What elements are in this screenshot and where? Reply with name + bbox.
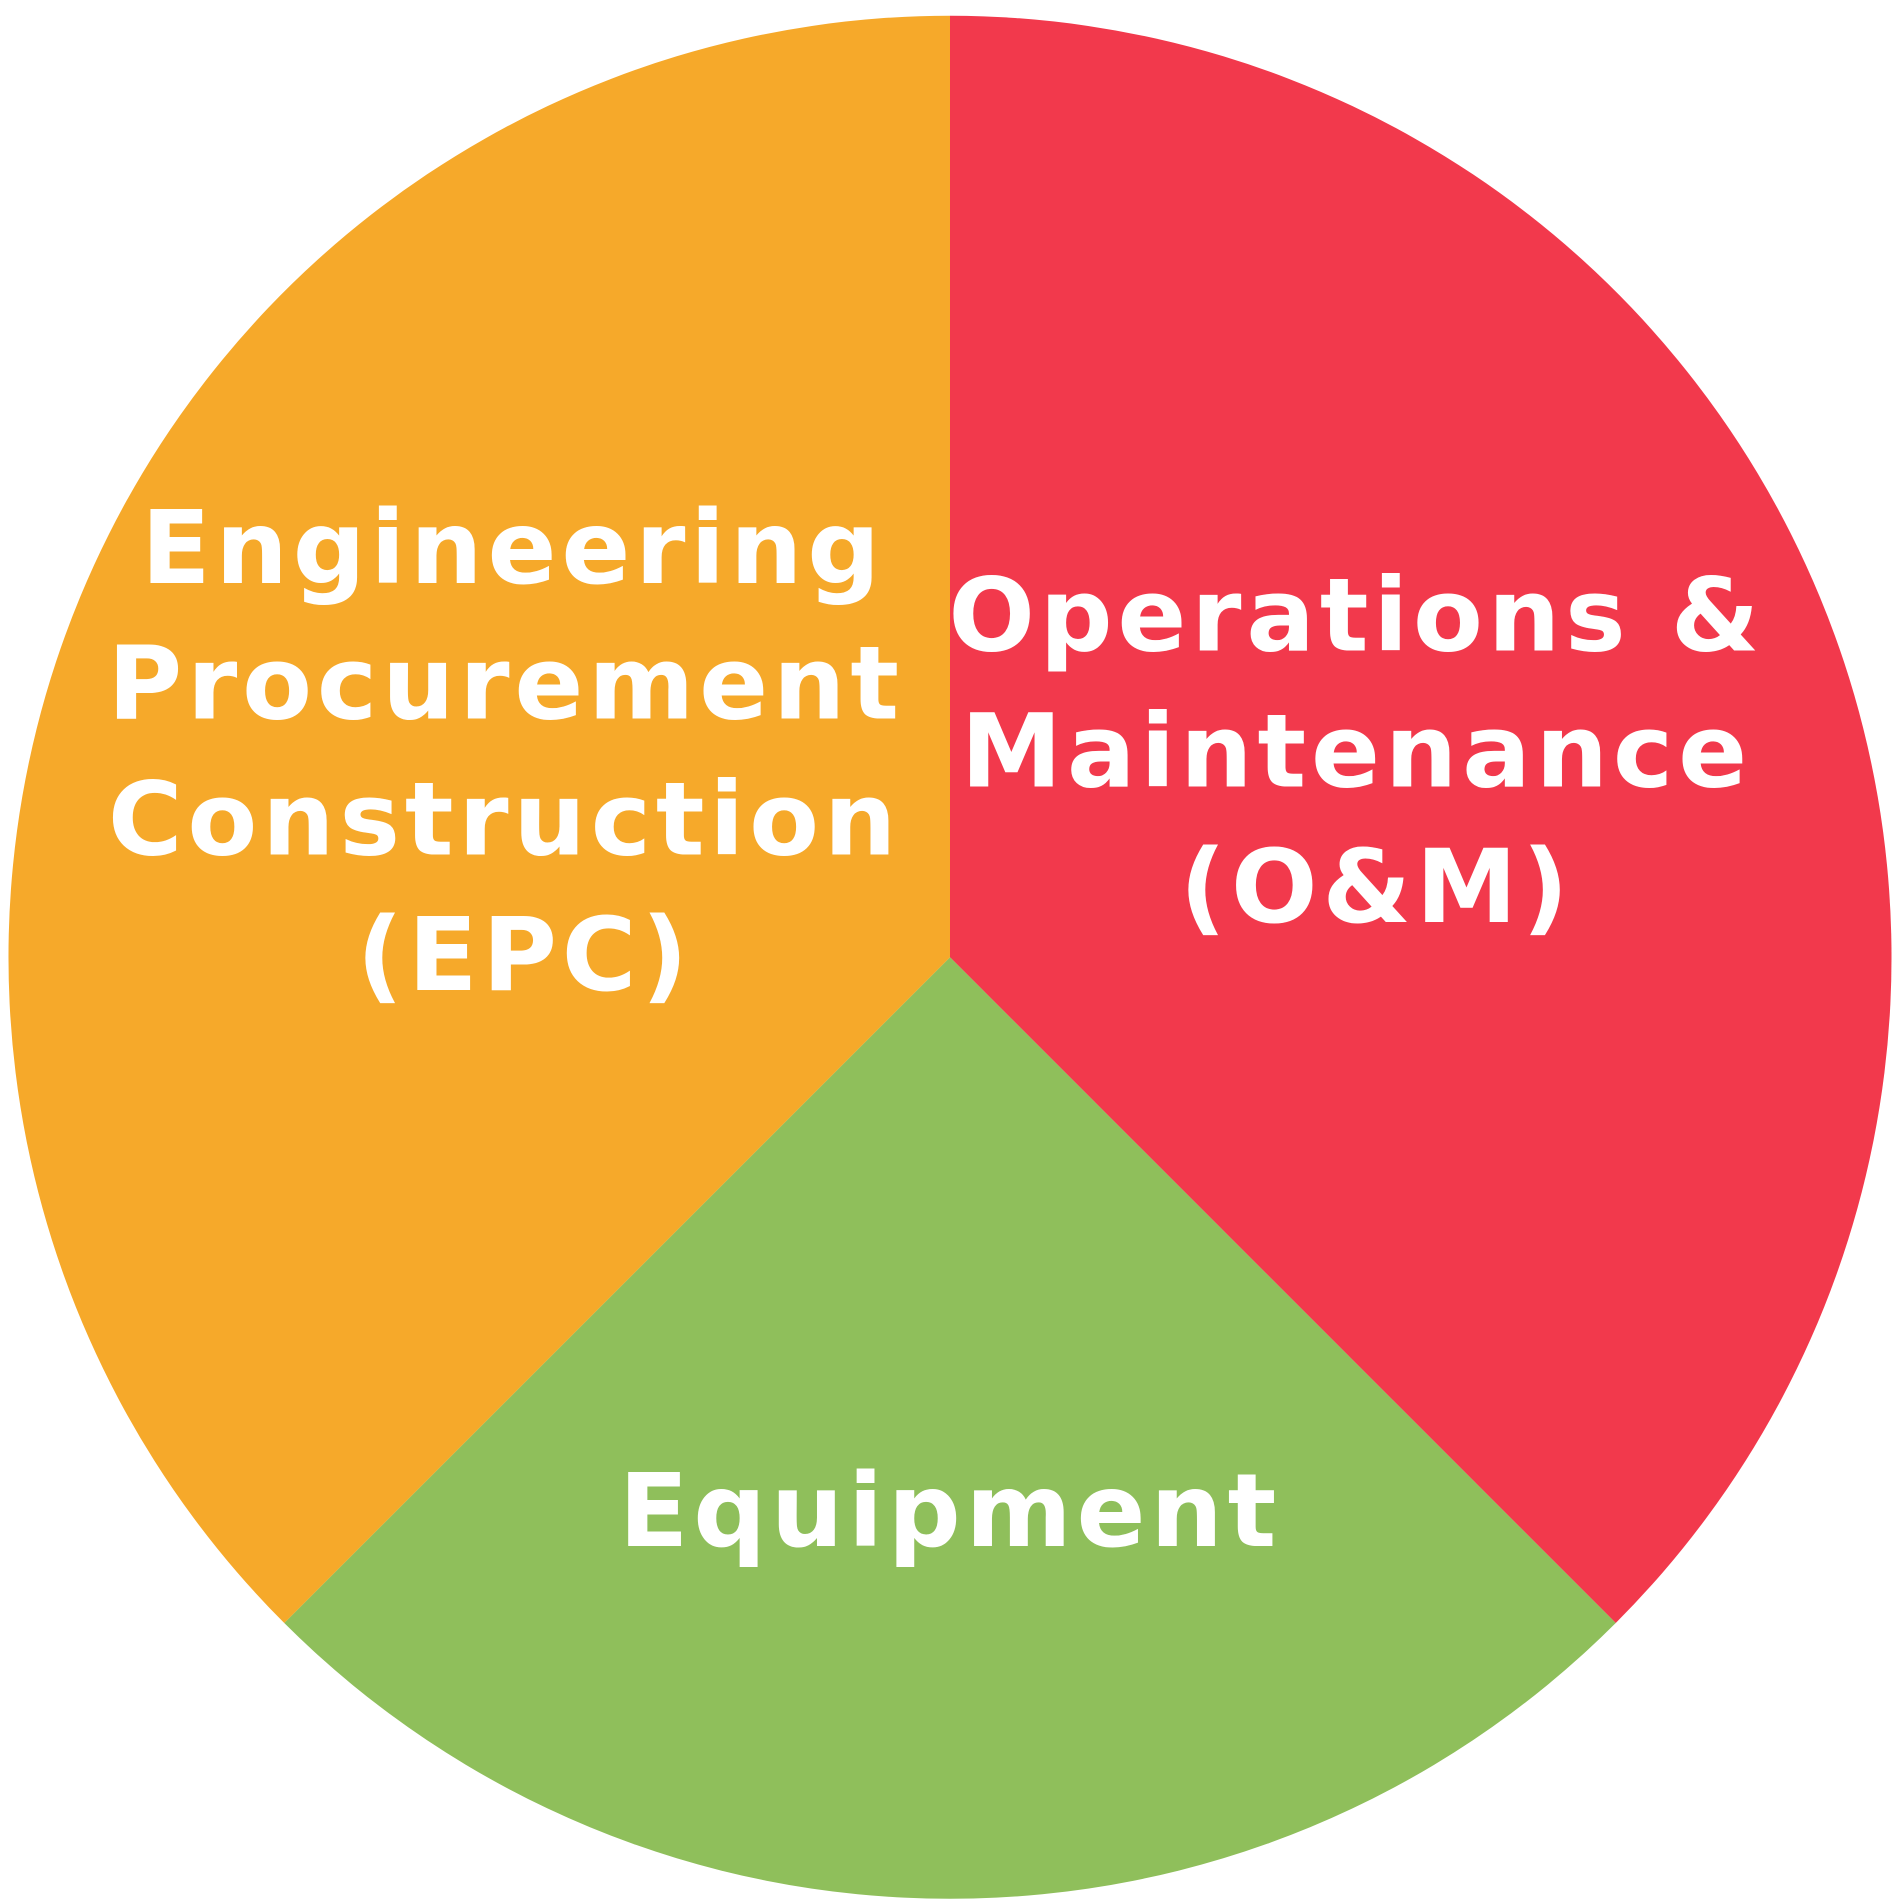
slice-label-line: (EPC) (357, 897, 693, 1015)
slice-label-line: Procurement (108, 626, 904, 744)
slice-label-epc: Engineering Procurement Construction (EP… (108, 490, 944, 1015)
slice-label-line: (O&M) (1180, 829, 1574, 947)
pie-slice-0 (950, 15, 1892, 1624)
slice-label-line: Maintenance (961, 693, 1752, 811)
slice-label-om: Operations & Maintenance (O&M) (948, 558, 1804, 947)
slice-label-line: Construction (108, 761, 901, 879)
slice-label-line: Operations & (948, 558, 1764, 676)
slice-label-line: Engineering (141, 490, 885, 608)
slice-label-equipment: Equipment (619, 1453, 1281, 1571)
pie-slice-1 (284, 957, 1616, 1899)
pie-slice-2 (8, 15, 951, 1624)
slice-label-line: Equipment (619, 1453, 1281, 1571)
